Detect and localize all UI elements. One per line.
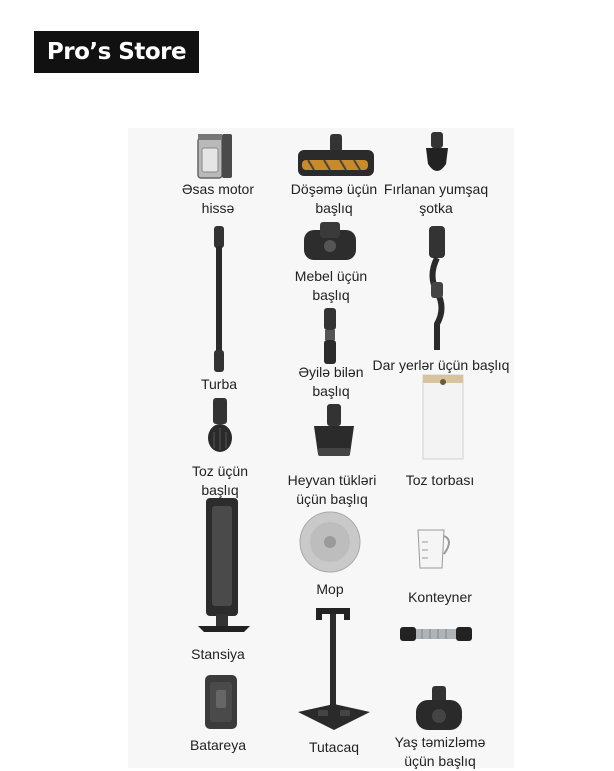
soft-brush-label-2: şotka [419,200,453,216]
mop-pad-icon [299,511,361,573]
wet-head-label-2: üçün başlıq [404,753,476,769]
holder-stand-icon [298,608,370,730]
dust-bag-icon [422,374,464,460]
dust-head-label-2: başlıq [201,482,239,498]
soft-brush-icon [426,132,448,171]
holder-label: Tutacaq [308,739,360,755]
main-motor-label-2: hissə [201,200,235,216]
pet-hair-head-label-2: üçün başlıq [296,491,368,507]
dust-bag-label: Toz torbası [405,472,475,488]
main-motor-label-1: Əsas motor [182,181,254,197]
wet-cleaning-head-icon [416,686,462,730]
crevice-tool-icon [429,226,445,350]
wet-head-label-1: Yaş təmizləmə [394,734,486,750]
bendable-head-label-1: Əyilə bilən [298,364,364,380]
station-label: Stansiya [191,646,245,662]
tube-label: Turba [200,376,238,392]
extension-tube-icon [214,226,224,372]
soft-brush-label-1: Fırlanan yumşaq [383,181,489,197]
furniture-head-label-1: Mebel üçün [294,268,368,284]
battery-label: Batareya [189,737,247,753]
floor-head-label-1: Döşəmə üçün [290,181,378,197]
pet-hair-head-label-1: Heyvan tükləri [287,472,377,488]
bendable-head-label-2: başlıq [312,383,350,399]
floor-head-label-2: başlıq [315,200,353,216]
measuring-cup-icon [417,529,450,569]
hose-icon [400,627,472,641]
dust-brush-icon [208,398,232,452]
dust-head-label-1: Toz üçün [191,463,249,479]
crevice-head-label: Dar yerlər üçün başlıq [372,357,510,373]
vacuum-motor-icon [197,134,232,179]
furniture-nozzle-icon [304,222,356,260]
store-badge: Pro’s Store [34,31,199,73]
floor-brush-icon [298,134,374,176]
bendable-adapter-icon [324,308,336,364]
battery-icon [205,675,237,729]
container-label: Konteyner [408,589,472,605]
furniture-head-label-2: başlıq [312,287,350,303]
mop-label: Mop [316,581,344,597]
pet-hair-tool-icon [314,404,354,456]
docking-station-icon [198,498,250,632]
